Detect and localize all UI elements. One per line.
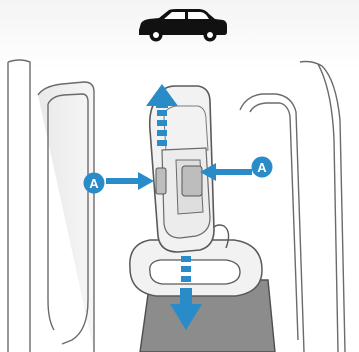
press-arrow-left-icon	[106, 172, 154, 190]
callout-a-left-label: A	[89, 176, 99, 191]
callout-a-left: A	[84, 173, 105, 194]
release-button-left	[156, 168, 166, 194]
callout-a-right-label: A	[257, 160, 267, 175]
release-button-right	[182, 166, 202, 196]
callout-a-right: A	[252, 157, 273, 178]
